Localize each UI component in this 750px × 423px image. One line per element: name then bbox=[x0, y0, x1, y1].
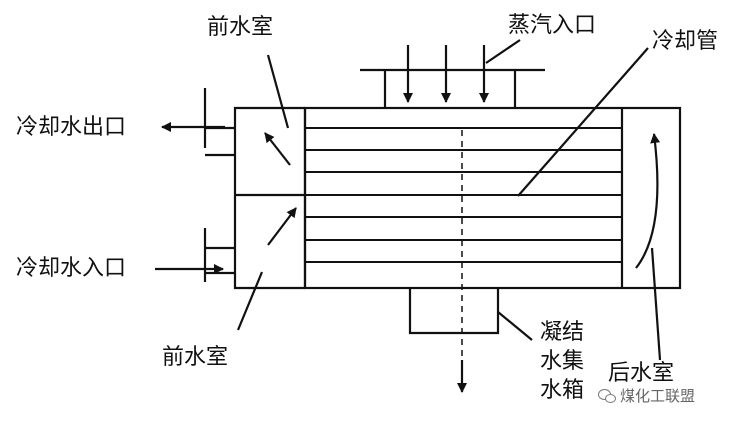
leader-cooling-tube bbox=[517, 47, 649, 197]
steam-dome bbox=[360, 68, 545, 108]
label-front-chamber-top: 前水室 bbox=[207, 15, 274, 40]
label-cooling-water-outlet: 冷却水出口 bbox=[16, 115, 127, 140]
leader-front-bottom bbox=[236, 271, 264, 331]
front-upper-flow-arrow bbox=[264, 132, 291, 166]
label-condensate-tank: 凝结水集水箱 bbox=[540, 320, 585, 403]
label-front-chamber-bottom: 前水室 bbox=[162, 345, 229, 370]
front-chamber-wall bbox=[205, 106, 305, 290]
label-rear-chamber: 后水室 bbox=[608, 361, 675, 386]
label-cooling-water-inlet: 冷却水入口 bbox=[16, 256, 127, 281]
label-cooling-tube: 冷却管 bbox=[652, 29, 719, 54]
chat-bubbles-icon bbox=[598, 388, 616, 403]
front-lower-flow-arrow bbox=[267, 207, 297, 246]
leader-steam-inlet bbox=[485, 39, 521, 64]
rear-flow-arrow bbox=[635, 133, 661, 269]
cooling-tubes bbox=[305, 127, 622, 263]
condensate-hotwell bbox=[408, 288, 500, 335]
watermark-text: 煤化工联盟 bbox=[620, 387, 696, 405]
watermark: 煤化工联盟 bbox=[598, 385, 695, 406]
leader-condensate-tank bbox=[497, 311, 533, 341]
leader-rear-chamber bbox=[650, 247, 662, 361]
leader-front-top bbox=[266, 54, 290, 129]
label-steam-inlet: 蒸汽入口 bbox=[508, 13, 597, 38]
